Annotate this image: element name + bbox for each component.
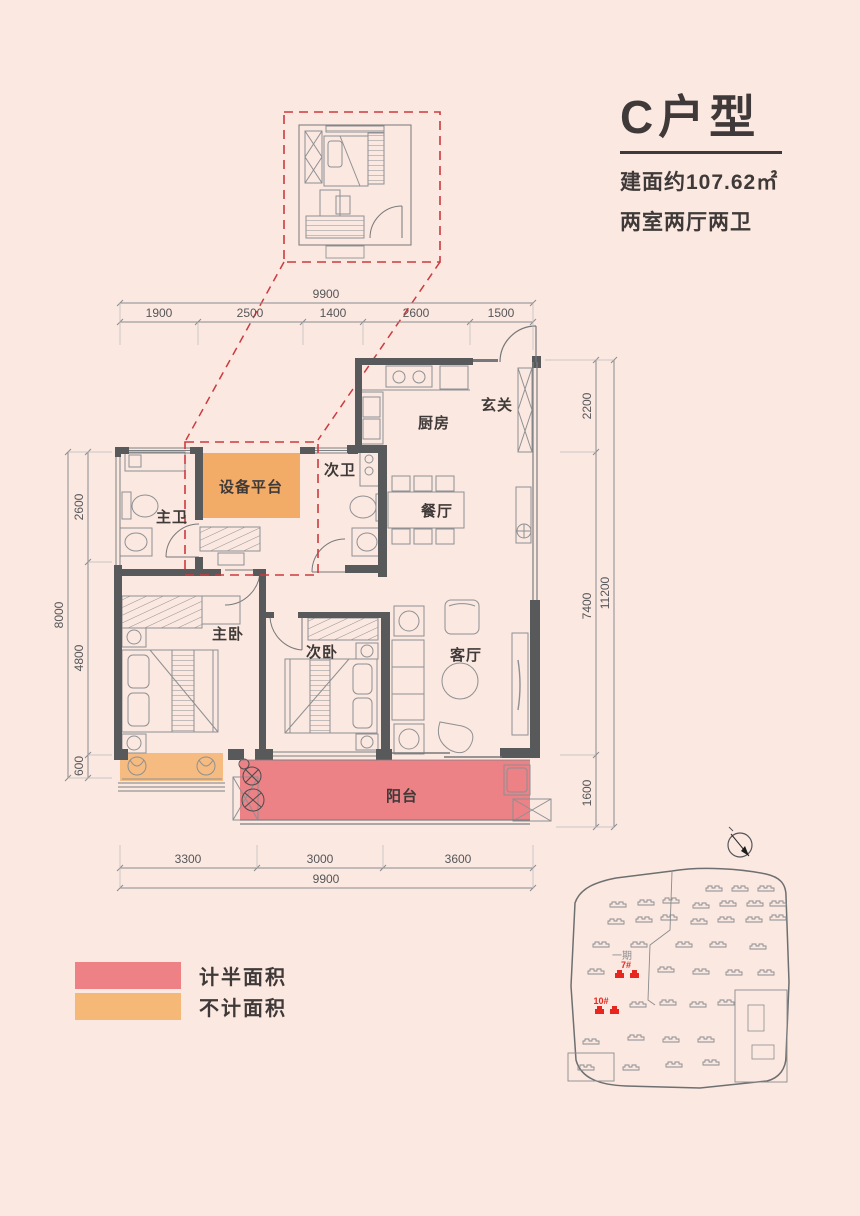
dim-bottom-seg-0: 3300 xyxy=(175,852,202,866)
dim-top-seg-1: 2500 xyxy=(237,306,264,320)
room-label-second-bath: 次卫 xyxy=(324,461,356,479)
plan-layout: 两室两厅两卫 xyxy=(620,210,752,234)
master-bedroom-furniture xyxy=(121,595,241,754)
kitchen-fixtures xyxy=(359,365,470,445)
title-block: C户型 建面约107.62㎡ 两室两厅两卫 xyxy=(620,92,840,246)
dim-top-total: 9900 xyxy=(313,287,340,301)
site-building-label-10: 10# xyxy=(593,996,608,1006)
site-highlighted-buildings xyxy=(595,970,639,1014)
legend-swatch-half-area xyxy=(75,961,181,989)
legend-label-half-area: 计半面积 xyxy=(199,966,287,989)
detail-inset xyxy=(283,111,441,263)
room-label-living: 客厅 xyxy=(449,646,482,664)
room-label-master-bath: 主卫 xyxy=(156,508,188,526)
dim-bottom-seg-2: 3600 xyxy=(445,852,472,866)
room-label-second-bed: 次卧 xyxy=(306,643,338,661)
room-label-master-bed: 主卧 xyxy=(212,625,244,643)
room-label-balcony: 阳台 xyxy=(386,787,418,805)
dim-top-seg-3: 2600 xyxy=(403,306,430,320)
plan-title: C户型 xyxy=(620,91,761,143)
balcony-area xyxy=(240,760,530,820)
dim-right xyxy=(545,356,618,831)
second-bedroom-furniture xyxy=(269,615,379,751)
equipment-platform-area xyxy=(203,453,300,518)
master-bath-fixtures xyxy=(119,451,200,558)
dim-right-total: 11200 xyxy=(598,576,612,609)
dim-left-seg-1: 4800 xyxy=(72,644,86,671)
dimension-labels: 9900 1900 2500 1400 2600 1500 3300 3000 … xyxy=(52,287,612,886)
bay-window-plants xyxy=(122,756,222,780)
room-label-kitchen: 厨房 xyxy=(418,414,450,432)
room-label-dining: 餐厅 xyxy=(421,502,453,520)
living-room-furniture xyxy=(391,599,529,755)
north-compass-icon xyxy=(727,826,753,858)
site-buildings xyxy=(577,885,787,1071)
dim-left-seg-2: 600 xyxy=(72,756,86,776)
equipment-dashed-frame xyxy=(184,441,319,576)
dim-bottom xyxy=(116,845,537,892)
legend: 计半面积 不计面积 xyxy=(75,961,287,1023)
legend-swatch-no-area xyxy=(75,992,181,1020)
entry-cabinet xyxy=(517,367,533,453)
dining-wall-column xyxy=(515,486,532,544)
bay-window-area xyxy=(120,753,223,781)
dim-bottom-total: 9900 xyxy=(313,872,340,886)
detail-connector-lines xyxy=(185,261,441,441)
site-boundary xyxy=(570,867,790,1089)
dim-right-seg-2: 1600 xyxy=(580,779,594,806)
corridor-closet xyxy=(199,526,261,566)
legend-item-no-area: 不计面积 xyxy=(75,992,287,1020)
site-phase-label: 一期 xyxy=(612,950,632,962)
dim-right-seg-0: 2200 xyxy=(580,392,594,419)
dim-top-seg-2: 1400 xyxy=(320,306,347,320)
title-underline xyxy=(620,150,782,154)
dim-left-seg-0: 2600 xyxy=(72,493,86,520)
dim-top-seg-0: 1900 xyxy=(146,306,173,320)
dining-table xyxy=(387,475,465,545)
dim-bottom-seg-1: 3000 xyxy=(307,852,334,866)
detail-inset-dashed-frame xyxy=(283,111,441,263)
site-plan: 一期 7# 10# xyxy=(567,826,790,1089)
dim-right-seg-1: 7400 xyxy=(580,592,594,619)
site-building-label-7: 7# xyxy=(621,960,631,970)
room-labels: 玄关 厨房 次卫 设备平台 主卫 餐厅 主卧 次卧 客厅 阳台 xyxy=(156,396,513,805)
balcony-items xyxy=(232,758,531,821)
dim-left-total: 8000 xyxy=(52,601,66,628)
dim-left xyxy=(64,448,112,782)
dim-top-seg-4: 1500 xyxy=(488,306,515,320)
colored-areas xyxy=(120,453,530,820)
legend-label-no-area: 不计面积 xyxy=(199,997,287,1020)
walls xyxy=(114,325,541,825)
dimensions xyxy=(64,299,618,892)
dim-top xyxy=(116,299,537,350)
room-label-entry: 玄关 xyxy=(481,396,513,414)
plan-area: 建面约107.62㎡ xyxy=(620,170,779,194)
legend-item-half-area: 计半面积 xyxy=(75,961,287,989)
ac-platform-box xyxy=(512,798,552,822)
room-label-equipment: 设备平台 xyxy=(219,478,283,496)
furniture xyxy=(119,365,552,822)
